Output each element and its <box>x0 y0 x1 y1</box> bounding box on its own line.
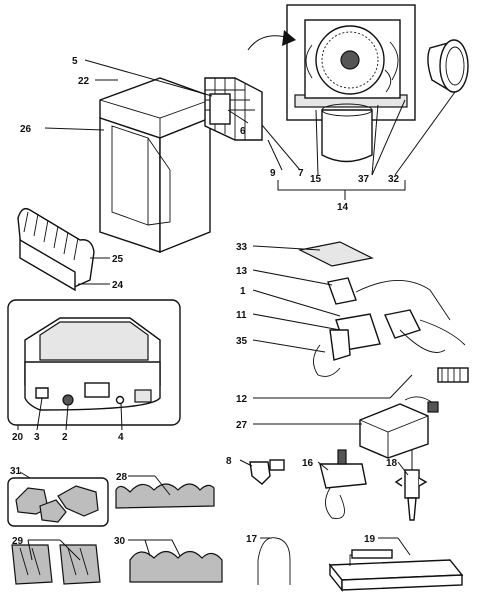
callout-8: 8 <box>226 456 232 467</box>
callout-12: 12 <box>236 394 248 405</box>
callout-27: 27 <box>236 420 248 431</box>
callout-14: 14 <box>337 202 349 213</box>
callout-28: 28 <box>116 472 128 483</box>
callout-35: 35 <box>236 336 248 347</box>
callout-7: 7 <box>298 168 304 179</box>
callout-22: 22 <box>78 76 90 87</box>
callout-30: 30 <box>114 536 126 547</box>
callout-31: 31 <box>10 466 22 477</box>
burner-tray-detail <box>7 299 181 426</box>
callout-26: 26 <box>20 124 32 135</box>
callout-labels: 5 22 26 6 9 7 15 37 32 14 25 24 33 13 1 … <box>10 56 400 547</box>
callout-16: 16 <box>302 458 314 469</box>
callout-17: 17 <box>246 534 258 545</box>
callout-1: 1 <box>240 286 246 297</box>
callout-11: 11 <box>236 310 247 321</box>
callout-5: 5 <box>72 56 78 67</box>
duct-ring <box>427 39 469 94</box>
callout-33: 33 <box>236 242 248 253</box>
callout-15: 15 <box>310 174 322 185</box>
leader-lines <box>17 59 456 561</box>
log-grate <box>17 207 95 292</box>
callout-37: 37 <box>358 174 370 185</box>
callout-3: 3 <box>34 432 40 443</box>
callout-18: 18 <box>386 458 398 469</box>
callout-4: 4 <box>118 432 124 443</box>
callout-19: 19 <box>364 534 376 545</box>
callout-24: 24 <box>112 280 124 291</box>
callout-32: 32 <box>388 174 400 185</box>
fan-assembly-detail <box>247 4 416 163</box>
ceramic-coals-and-logs <box>7 477 223 585</box>
callout-2: 2 <box>62 432 68 443</box>
callout-13: 13 <box>236 266 248 277</box>
electrical-parts <box>298 241 469 459</box>
callout-9: 9 <box>270 168 276 179</box>
callout-25: 25 <box>112 254 124 265</box>
callout-20: 20 <box>12 432 24 443</box>
callout-6: 6 <box>240 126 246 137</box>
flue-duct-assembly <box>204 77 263 141</box>
thermocouple-and-burner <box>257 537 464 592</box>
gas-valve-parts <box>249 449 428 521</box>
callout-29: 29 <box>12 536 24 547</box>
canopy-housing <box>99 77 211 254</box>
